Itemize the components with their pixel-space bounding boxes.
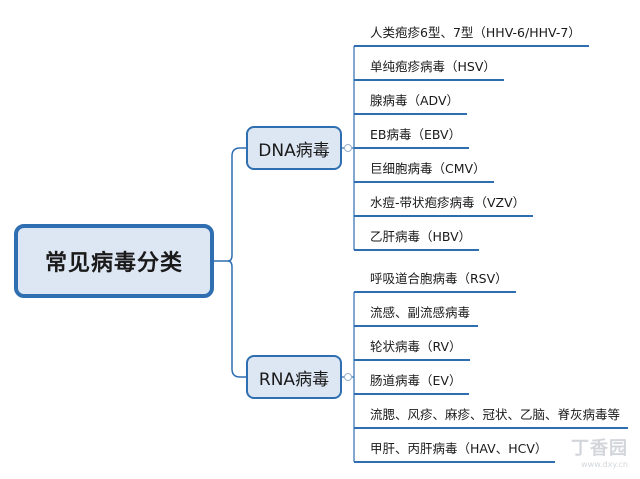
root-to-rna-connector <box>227 260 246 378</box>
leaf-dna-hsv: 单纯疱疹病毒（HSV） <box>370 59 496 74</box>
collapse-toggle-icon-1 <box>344 373 352 381</box>
leaf-dna-ebv: EB病毒（EBV） <box>370 127 462 142</box>
leaf-rna-rv: 轮状病毒（RV） <box>370 339 462 354</box>
leaf-dna-hhv: 人类疱疹6型、7型（HHV-6/HHV-7） <box>370 25 581 40</box>
collapse-toggle-icon-0 <box>344 144 352 152</box>
root-topic: 常见病毒分类 <box>14 224 214 298</box>
leaf-dna-adv: 腺病毒（ADV） <box>370 93 460 108</box>
root-topic-label: 常见病毒分类 <box>44 251 183 276</box>
leaf-rna-others: 流腮、风疹、麻疹、冠状、乙脑、脊灰病毒等 <box>370 407 621 422</box>
leaf-rna-hav-hcv: 甲肝、丙肝病毒（HAV、HCV） <box>370 441 548 456</box>
branch-rna-label: RNA病毒 <box>258 369 330 390</box>
branch-rna-viruses: RNA病毒 <box>246 355 342 399</box>
root-to-dna-connector <box>214 147 246 262</box>
leaf-rna-flu: 流感、副流感病毒 <box>370 305 471 320</box>
watermark-name: 丁香园 <box>571 438 628 459</box>
branch-dna-viruses: DNA病毒 <box>246 126 342 170</box>
leaf-dna-cmv: 巨细胞病毒（CMV） <box>370 161 486 176</box>
leaf-rna-rsv: 呼吸道合胞病毒（RSV） <box>370 271 508 286</box>
watermark: 丁香园 www.dxy.cn <box>571 434 628 469</box>
leaf-dna-vzv: 水痘-带状疱疹病毒（VZV） <box>370 195 526 210</box>
branch-dna-label: DNA病毒 <box>258 140 330 161</box>
watermark-url: www.dxy.cn <box>581 460 628 469</box>
leaf-dna-hbv: 乙肝病毒（HBV） <box>370 229 472 244</box>
leaf-rna-ev: 肠道病毒（EV） <box>370 373 462 388</box>
